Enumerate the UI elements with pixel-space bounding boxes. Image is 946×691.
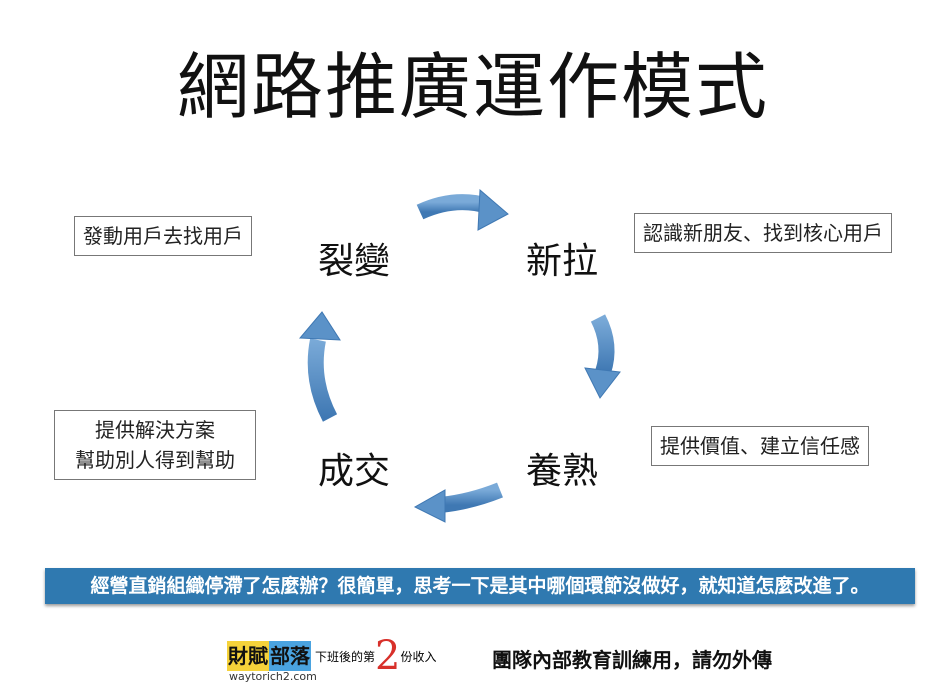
logo-number: 2	[375, 633, 401, 679]
box-close-line1: 提供解決方案	[95, 418, 215, 442]
arrow-bottom-icon	[439, 482, 503, 513]
page-title: 網路推廣運作模式	[176, 45, 769, 129]
node-acquire: 新拉	[526, 241, 599, 282]
logo: 財賦部落 下班後的第 2 份收入 waytorich2.com	[227, 636, 436, 683]
logo-url: waytorich2.com	[229, 670, 317, 683]
box-close-line2: 幫助別人得到幫助	[75, 448, 235, 472]
footer-note: 團隊內部教育訓練用，請勿外傳	[492, 648, 772, 672]
logo-part2: 部落	[269, 641, 311, 671]
logo-part1: 財賦	[227, 641, 269, 671]
node-nurture: 養熟	[526, 451, 599, 492]
node-fission: 裂變	[318, 241, 391, 282]
box-acquire: 認識新朋友、找到核心用戶	[634, 213, 892, 253]
tip-banner: 經營直銷組織停滯了怎麼辦？很簡單，思考一下是其中哪個環節沒做好，就知道怎麼改進了…	[45, 568, 915, 604]
box-close: 提供解決方案 幫助別人得到幫助	[54, 410, 256, 480]
arrow-top-icon	[416, 194, 491, 220]
box-nurture: 提供價值、建立信任感	[651, 426, 869, 466]
box-fission: 發動用戶去找用戶	[74, 216, 252, 256]
node-close: 成交	[318, 451, 391, 492]
arrow-right-icon	[590, 314, 615, 375]
logo-tagline2: 份收入	[400, 649, 437, 664]
arrow-left-icon	[307, 338, 338, 422]
logo-tagline1: 下班後的第	[315, 649, 376, 664]
